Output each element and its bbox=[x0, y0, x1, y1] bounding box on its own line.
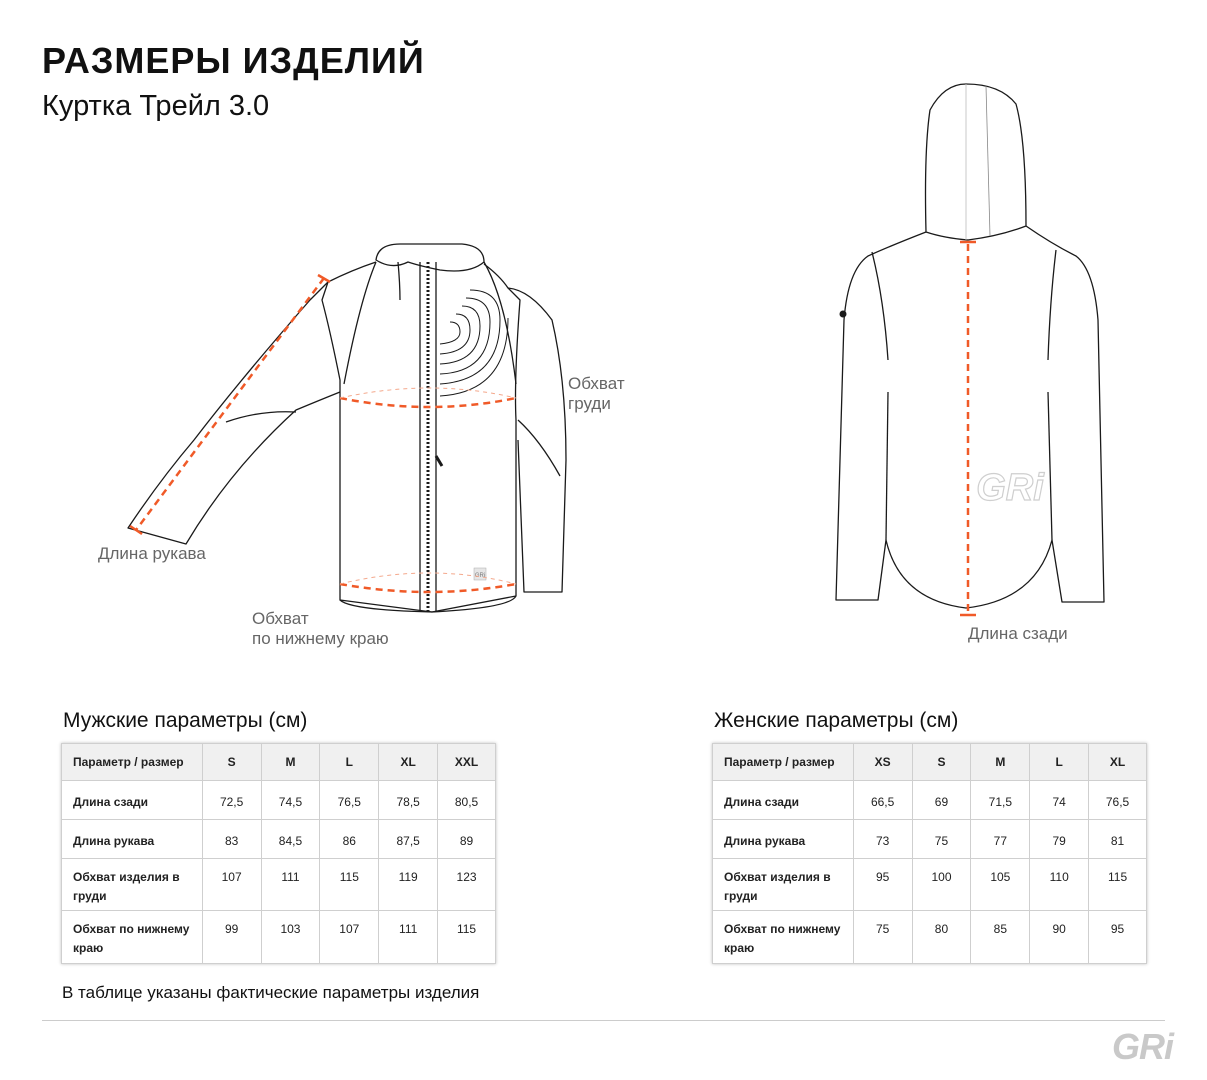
header-cell: XL bbox=[378, 743, 439, 781]
value-cell: 95 bbox=[1088, 910, 1147, 964]
table-row: Длина сзади 72,5 74,5 76,5 78,5 80,5 bbox=[61, 780, 496, 820]
back-logo: GRi bbox=[976, 467, 1045, 509]
value-cell: 72,5 bbox=[201, 780, 262, 820]
table-row: Длина сзади 66,5 69 71,5 74 76,5 bbox=[712, 780, 1147, 820]
small-brand-label: GRi bbox=[475, 573, 485, 579]
value-cell: 100 bbox=[911, 858, 972, 911]
header-cell: S bbox=[911, 743, 972, 781]
value-cell: 80 bbox=[911, 910, 972, 964]
value-cell: 95 bbox=[852, 858, 913, 911]
value-cell: 83 bbox=[201, 819, 262, 859]
value-cell: 107 bbox=[201, 858, 262, 911]
param-cell: Длина сзади bbox=[61, 780, 203, 820]
value-cell: 80,5 bbox=[437, 780, 496, 820]
women-table-title: Женские параметры (см) bbox=[714, 709, 959, 732]
param-cell: Обхват изделия в груди bbox=[712, 858, 854, 911]
sleeve-length-label: Длина рукава bbox=[98, 544, 206, 563]
value-cell: 87,5 bbox=[378, 819, 439, 859]
header-cell: M bbox=[970, 743, 1031, 781]
table-header-row: Параметр / размер S M L XL XXL bbox=[61, 743, 496, 781]
value-cell: 115 bbox=[319, 858, 380, 911]
value-cell: 86 bbox=[319, 819, 380, 859]
hem-label-line2: по нижнему краю bbox=[252, 629, 389, 648]
value-cell: 111 bbox=[260, 858, 321, 911]
men-table-title: Мужские параметры (см) bbox=[63, 709, 308, 732]
men-size-table: Параметр / размер S M L XL XXL Длина сза… bbox=[61, 743, 496, 964]
value-cell: 89 bbox=[437, 819, 496, 859]
value-cell: 81 bbox=[1088, 819, 1147, 859]
footer-logo: GRi bbox=[1112, 1026, 1174, 1067]
value-cell: 105 bbox=[970, 858, 1031, 911]
page-title: РАЗМЕРЫ ИЗДЕЛИЙ bbox=[42, 40, 425, 81]
value-cell: 115 bbox=[1088, 858, 1147, 911]
header-cell: XXL bbox=[437, 743, 496, 781]
value-cell: 78,5 bbox=[378, 780, 439, 820]
param-cell: Длина рукава bbox=[61, 819, 203, 859]
header-cell: S bbox=[201, 743, 262, 781]
value-cell: 75 bbox=[911, 819, 972, 859]
chest-label-line1: Обхват bbox=[568, 374, 625, 393]
value-cell: 74,5 bbox=[260, 780, 321, 820]
value-cell: 74 bbox=[1029, 780, 1090, 820]
value-cell: 75 bbox=[852, 910, 913, 964]
jacket-front-illustration: GRi GRi bbox=[127, 83, 1105, 617]
value-cell: 76,5 bbox=[319, 780, 380, 820]
women-size-table: Параметр / размер XS S M L XL Длина сзад… bbox=[712, 743, 1147, 964]
param-cell: Обхват изделия в груди bbox=[61, 858, 203, 911]
table-header-row: Параметр / размер XS S M L XL bbox=[712, 743, 1147, 781]
table-row: Обхват по нижнему краю 75 80 85 90 95 bbox=[712, 910, 1147, 964]
table-footnote: В таблице указаны фактические параметры … bbox=[62, 983, 480, 1002]
value-cell: 84,5 bbox=[260, 819, 321, 859]
table-row: Обхват по нижнему краю 99 103 107 111 11… bbox=[61, 910, 496, 964]
value-cell: 90 bbox=[1029, 910, 1090, 964]
header-cell: Параметр / размер bbox=[712, 743, 854, 781]
value-cell: 107 bbox=[319, 910, 380, 964]
value-cell: 99 bbox=[201, 910, 262, 964]
header-cell: L bbox=[319, 743, 380, 781]
value-cell: 77 bbox=[970, 819, 1031, 859]
value-cell: 85 bbox=[970, 910, 1031, 964]
footer-divider bbox=[42, 1020, 1165, 1021]
chest-label-line2: груди bbox=[568, 394, 611, 413]
value-cell: 123 bbox=[437, 858, 496, 911]
value-cell: 79 bbox=[1029, 819, 1090, 859]
param-cell: Обхват по нижнему краю bbox=[61, 910, 203, 964]
hem-label-line1: Обхват bbox=[252, 609, 309, 628]
table-row: Длина рукава 83 84,5 86 87,5 89 bbox=[61, 819, 496, 859]
param-cell: Длина сзади bbox=[712, 780, 854, 820]
header-cell: M bbox=[260, 743, 321, 781]
param-cell: Обхват по нижнему краю bbox=[712, 910, 854, 964]
value-cell: 66,5 bbox=[852, 780, 913, 820]
table-row: Обхват изделия в груди 107 111 115 119 1… bbox=[61, 858, 496, 911]
header-cell: XS bbox=[852, 743, 913, 781]
value-cell: 71,5 bbox=[970, 780, 1031, 820]
table-row: Длина рукава 73 75 77 79 81 bbox=[712, 819, 1147, 859]
table-row: Обхват изделия в груди 95 100 105 110 11… bbox=[712, 858, 1147, 911]
value-cell: 103 bbox=[260, 910, 321, 964]
value-cell: 119 bbox=[378, 858, 439, 911]
header-cell: L bbox=[1029, 743, 1090, 781]
header-cell: Параметр / размер bbox=[61, 743, 203, 781]
product-name: Куртка Трейл 3.0 bbox=[42, 90, 270, 122]
back-length-label: Длина сзади bbox=[968, 624, 1068, 643]
value-cell: 69 bbox=[911, 780, 972, 820]
value-cell: 115 bbox=[437, 910, 496, 964]
value-cell: 110 bbox=[1029, 858, 1090, 911]
value-cell: 111 bbox=[378, 910, 439, 964]
value-cell: 73 bbox=[852, 819, 913, 859]
param-cell: Длина рукава bbox=[712, 819, 854, 859]
header-cell: XL bbox=[1088, 743, 1147, 781]
value-cell: 76,5 bbox=[1088, 780, 1147, 820]
